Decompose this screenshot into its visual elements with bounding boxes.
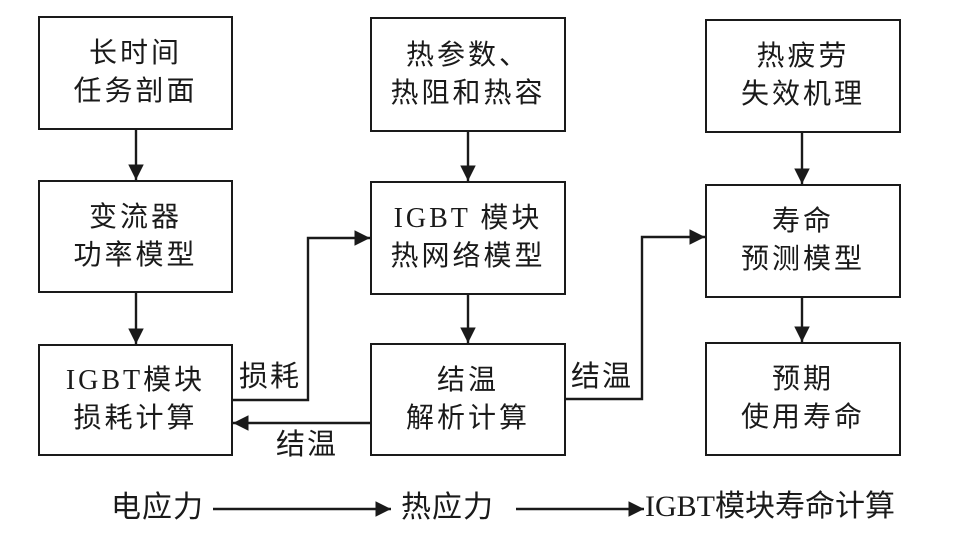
box-line: 使用寿命 [740,402,865,433]
box-lifetime-prediction-model: 寿命 预测模型 [705,184,901,298]
box-line: 变流器 [88,201,182,233]
box-line: 损耗计算 [73,403,198,434]
box-line: 热网络模型 [390,241,546,272]
edge-label-junction-temp-forward: 结温 [571,361,634,393]
arrow-loss-to-network [233,230,370,402]
box-line: IGBT 模块 [393,203,543,234]
arrow-junction-to-lifetime [566,229,705,401]
stage-label-igbt-lifetime-calculation: IGBT模块寿命计算 [645,490,895,523]
box-line: IGBT模块 [65,365,206,396]
box-line: 预期 [771,364,834,395]
stage-label-thermal-stress: 热应力 [401,491,494,524]
box-line: 失效机理 [740,79,865,110]
box-line: 寿命 [771,206,834,237]
edge-label-junction-temp-feedback: 结温 [276,429,339,461]
box-igbt-module-loss-calculation: IGBT模块 损耗计算 [38,344,233,456]
box-converter-power-model: 变流器 功率模型 [38,180,233,293]
box-line: 热参数、 [405,39,530,71]
box-mission-profile: 长时间 任务剖面 [38,16,233,130]
box-line: 热阻和热容 [390,77,546,109]
box-line: 长时间 [88,38,182,69]
box-line: 预测模型 [740,244,865,275]
box-thermal-parameters: 热参数、 热阻和热容 [370,17,566,132]
box-expected-service-life: 预期 使用寿命 [705,342,901,456]
box-junction-temp-analytical-calculation: 结温 解析计算 [370,343,566,456]
box-igbt-module-thermal-network-model: IGBT 模块 热网络模型 [370,181,566,295]
box-line: 结温 [436,364,499,396]
box-line: 任务剖面 [73,76,198,107]
edge-label-loss: 损耗 [239,361,302,393]
box-thermal-fatigue-failure-mechanism: 热疲劳 失效机理 [705,19,901,133]
box-line: 功率模型 [73,239,198,271]
box-line: 热疲劳 [756,41,850,72]
stage-label-electrical-stress: 电应力 [111,491,204,524]
box-line: 解析计算 [405,402,530,434]
